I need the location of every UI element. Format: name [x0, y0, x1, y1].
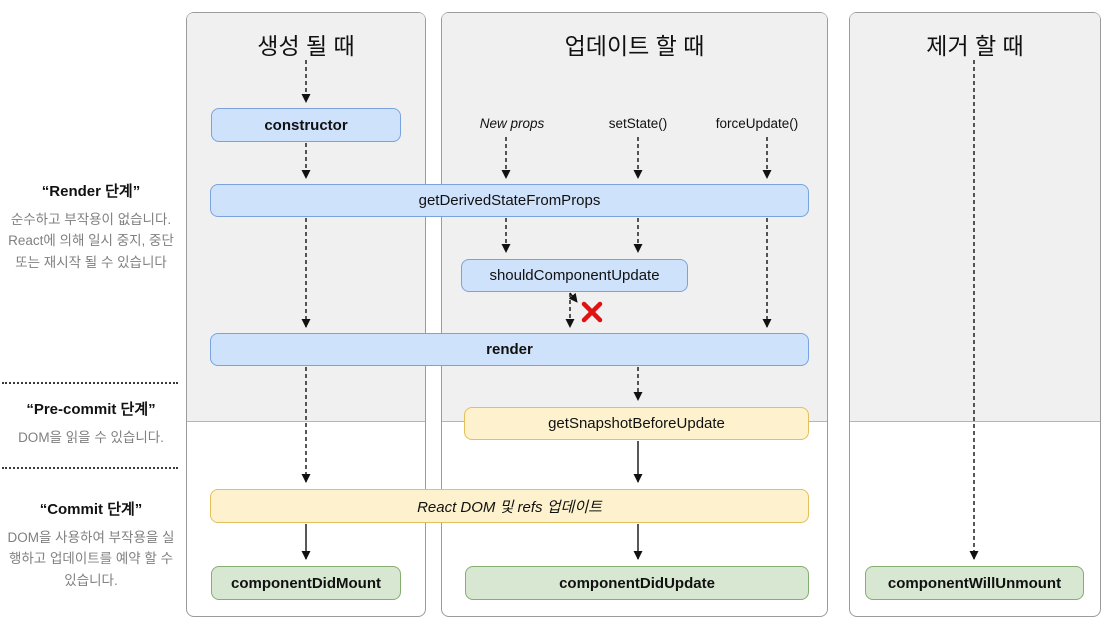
trigger-new-props: New props	[479, 116, 545, 131]
precommit-phase-title: “Pre-commit 단계”	[26, 401, 156, 418]
commit-phase-title: “Commit 단계”	[39, 501, 143, 518]
render-phase-title: “Render 단계”	[41, 183, 141, 200]
precommit-phase-block: “Pre-commit 단계” DOM을 읽을 수 있습니다.	[0, 398, 182, 448]
lifecycle-box-component-will-unmount[interactable]: componentWillUnmount	[865, 566, 1084, 600]
unmount-column: 제거 할 때	[849, 12, 1101, 617]
lifecycle-box-component-did-mount[interactable]: componentDidMount	[211, 566, 401, 600]
lifecycle-box-get-snapshot-before-update[interactable]: getSnapshotBeforeUpdate	[464, 407, 809, 440]
mount-column-title: 생성 될 때	[257, 33, 355, 59]
lifecycle-box-component-did-update[interactable]: componentDidUpdate	[465, 566, 809, 600]
phase-separator-top	[2, 382, 178, 384]
lifecycle-box-constructor[interactable]: constructor	[211, 108, 401, 142]
lifecycle-box-should-component-update[interactable]: shouldComponentUpdate	[461, 259, 688, 292]
lifecycle-box-get-derived-state-from-props[interactable]: getDerivedStateFromProps	[210, 184, 809, 217]
update-column-title: 업데이트 할 때	[564, 33, 705, 59]
lifecycle-box-render[interactable]: render	[210, 333, 809, 366]
trigger-set-state: setState()	[608, 116, 668, 131]
render-phase-block: “Render 단계” 순수하고 부작용이 없습니다. React에 의해 일시…	[0, 180, 182, 273]
precommit-phase-description: DOM을 읽을 수 있습니다.	[18, 430, 164, 445]
commit-phase-block: “Commit 단계” DOM을 사용하여 부작용을 실행하고 업데이트를 예약…	[0, 498, 182, 591]
phase-separator-bottom	[2, 467, 178, 469]
commit-phase-description: DOM을 사용하여 부작용을 실행하고 업데이트를 예약 할 수 있습니다.	[7, 530, 175, 588]
trigger-force-update: forceUpdate()	[715, 116, 799, 131]
unmount-column-title: 제거 할 때	[926, 33, 1024, 59]
phase-sidebar: “Render 단계” 순수하고 부작용이 없습니다. React에 의해 일시…	[0, 0, 182, 633]
mount-column: 생성 될 때	[186, 12, 426, 617]
render-phase-description: 순수하고 부작용이 없습니다. React에 의해 일시 중지, 중단 또는 재…	[8, 212, 174, 270]
render-phase-shade	[850, 13, 1100, 422]
update-column: 업데이트 할 때	[441, 12, 828, 617]
lifecycle-box-react-dom-refs-update[interactable]: React DOM 및 refs 업데이트	[210, 489, 809, 523]
